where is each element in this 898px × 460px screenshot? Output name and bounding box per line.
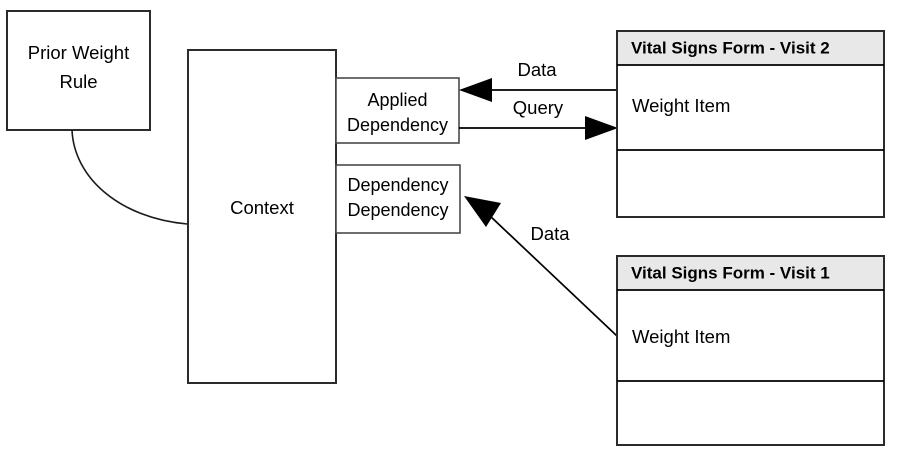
context-label: Context <box>230 197 294 218</box>
node-form-visit-1[interactable]: Vital Signs Form - Visit 1 Weight Item <box>616 255 885 446</box>
data-bottom-arrowhead <box>464 196 501 227</box>
query-arrowhead <box>585 116 618 140</box>
prior-weight-rule-label-line1: Prior Weight <box>28 42 129 63</box>
form-visit-1-item-label: Weight Item <box>632 326 730 347</box>
prior-weight-rule-box <box>6 10 151 131</box>
edge-rule-to-context <box>71 129 188 225</box>
dependency-dependency-label-line1: Dependency <box>347 175 448 195</box>
edge-label-query: Query <box>513 97 564 118</box>
form-visit-1-header-bg <box>618 257 883 290</box>
node-form-visit-2[interactable]: Vital Signs Form - Visit 2 Weight Item <box>616 30 885 218</box>
node-prior-weight-rule[interactable]: Prior Weight Rule <box>6 10 151 131</box>
node-applied-dependency[interactable]: Applied Dependency <box>335 77 460 144</box>
form-visit-2-header-bg <box>618 32 883 65</box>
form-visit-2-item-label: Weight Item <box>632 95 730 116</box>
dependency-dependency-label-line2: Dependency <box>347 200 448 220</box>
form-visit-1-header-label: Vital Signs Form - Visit 1 <box>631 263 830 282</box>
dependency-dependency-box <box>335 164 461 234</box>
prior-weight-rule-label-line2: Rule <box>59 71 97 92</box>
applied-dependency-label-line1: Applied <box>367 90 427 110</box>
data-top-arrowhead <box>459 78 492 102</box>
edge-label-data-bottom: Data <box>530 223 570 244</box>
edge-label-data-top: Data <box>517 59 557 80</box>
node-dependency-dependency[interactable]: Dependency Dependency <box>335 164 461 234</box>
context-box <box>187 49 337 384</box>
form-visit-2-header-label: Vital Signs Form - Visit 2 <box>631 38 830 57</box>
edge-data-top: Data <box>459 59 616 102</box>
node-context[interactable]: Context <box>187 49 337 384</box>
applied-dependency-label-line2: Dependency <box>347 115 448 135</box>
edge-data-bottom: Data <box>464 196 618 337</box>
rule-to-context-curve <box>71 129 188 225</box>
data-bottom-line <box>488 214 618 337</box>
edge-query: Query <box>459 97 618 140</box>
applied-dependency-box <box>335 77 460 144</box>
